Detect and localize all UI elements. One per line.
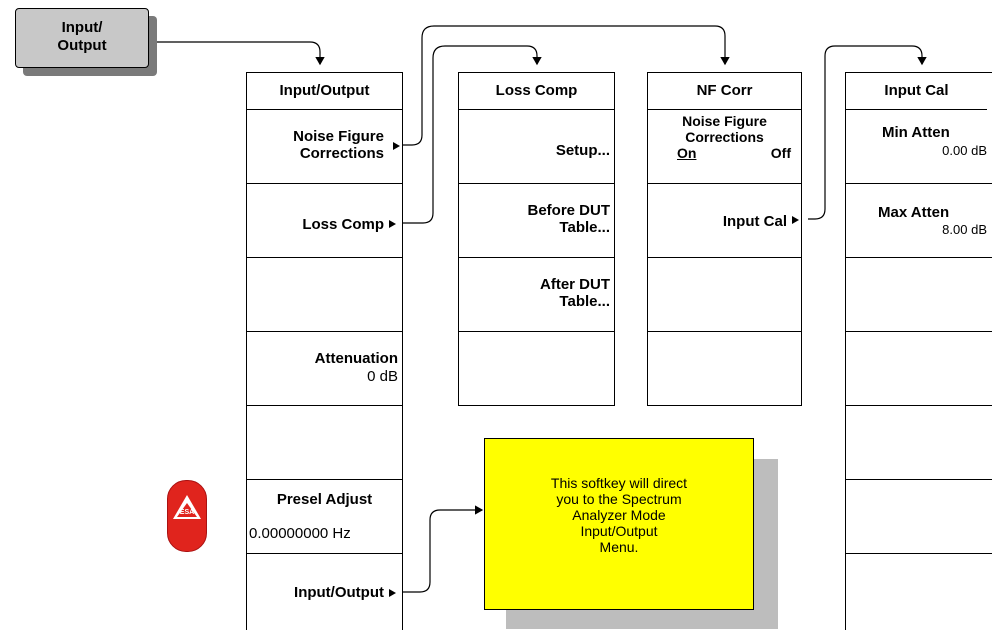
input-output-hardkey[interactable]: Input/ Output — [15, 8, 149, 68]
input-output-menu: Input/Output Noise Figure Corrections Lo… — [246, 72, 403, 630]
max-atten-value: 8.00 dB — [942, 222, 987, 237]
submenu-arrow-icon — [389, 220, 396, 228]
connector-inputcal-to-menu — [808, 45, 927, 220]
min-atten-value: 0.00 dB — [942, 143, 987, 158]
blank-key-4 — [459, 332, 614, 405]
attenuation-key[interactable]: Attenuation 0 dB — [247, 332, 402, 406]
loss-comp-menu: Loss Comp Setup... Before DUT Table... A… — [458, 72, 615, 406]
loss-comp-menu-title: Loss Comp — [459, 73, 614, 110]
noise-figure-corrections-key[interactable]: Noise Figure Corrections — [247, 110, 402, 184]
input-cal-menu: Input Cal Min Atten 0.00 dB Max Atten 8.… — [845, 72, 992, 630]
after-dut-table-label: After DUT Table... — [540, 276, 610, 310]
connector-losscomp-to-menu — [402, 45, 542, 224]
after-dut-table-key[interactable]: After DUT Table... — [459, 258, 614, 332]
setup-label: Setup... — [555, 142, 610, 159]
submenu-arrow-icon — [389, 589, 396, 597]
noise-figure-corrections-label: Noise Figure Corrections — [293, 128, 384, 162]
connector-nf-to-nf-corr — [402, 25, 730, 146]
submenu-arrow-icon — [393, 142, 400, 150]
min-atten-key[interactable]: Min Atten 0.00 dB — [846, 110, 992, 184]
blank-key-6 — [846, 480, 992, 554]
on-option[interactable]: On — [677, 145, 697, 161]
min-atten-label: Min Atten — [882, 124, 950, 141]
loss-comp-label: Loss Comp — [302, 216, 384, 233]
nf-corrections-label: Noise Figure Corrections — [682, 113, 767, 145]
presel-adjust-key[interactable]: Presel Adjust 0.00000000 Hz — [247, 480, 402, 554]
blank-key-3 — [648, 258, 801, 332]
blank-key-3 — [247, 258, 402, 332]
input-output-submenu-label: Input/Output — [294, 584, 384, 601]
blank-key-4 — [648, 332, 801, 405]
input-output-menu-title: Input/Output — [247, 73, 402, 110]
loss-comp-key[interactable]: Loss Comp — [247, 184, 402, 258]
off-option[interactable]: Off — [770, 145, 791, 161]
blank-key-7 — [846, 554, 992, 627]
blank-key-5 — [846, 406, 992, 480]
callout-note: This softkey will direct you to the Spec… — [484, 438, 754, 610]
connector-io-to-note — [402, 505, 484, 593]
before-dut-table-label: Before DUT Table... — [527, 202, 610, 236]
input-cal-label: Input Cal — [722, 213, 787, 230]
nf-corr-menu: NF Corr Noise Figure Corrections On Off … — [647, 72, 802, 406]
before-dut-table-key[interactable]: Before DUT Table... — [459, 184, 614, 258]
presel-adjust-label: Presel Adjust — [276, 491, 373, 508]
input-output-submenu-key[interactable]: Input/Output — [247, 554, 402, 627]
connector-root-to-input-output — [155, 41, 325, 66]
setup-key[interactable]: Setup... — [459, 110, 614, 184]
attenuation-value: 0 dB — [367, 368, 398, 385]
nf-corr-menu-title: NF Corr — [648, 73, 801, 110]
nf-corrections-toggle-key[interactable]: Noise Figure Corrections On Off — [648, 110, 801, 184]
blank-key-4 — [846, 332, 992, 406]
max-atten-key[interactable]: Max Atten 8.00 dB — [846, 184, 992, 258]
blank-key-3 — [846, 258, 992, 332]
submenu-arrow-icon — [792, 216, 799, 224]
callout-note-text: This softkey will direct you to the Spec… — [550, 475, 688, 555]
blank-key-5 — [247, 406, 402, 480]
presel-adjust-value: 0.00000000 Hz — [249, 525, 351, 542]
esa-badge-icon: ESA — [167, 480, 207, 552]
input-cal-menu-title: Input Cal — [846, 73, 987, 110]
input-cal-key[interactable]: Input Cal — [648, 184, 801, 258]
max-atten-label: Max Atten — [878, 204, 950, 221]
esa-badge-text: ESA — [179, 509, 195, 516]
input-output-hardkey-label: Input/ Output — [57, 19, 107, 54]
attenuation-label: Attenuation — [314, 350, 398, 367]
